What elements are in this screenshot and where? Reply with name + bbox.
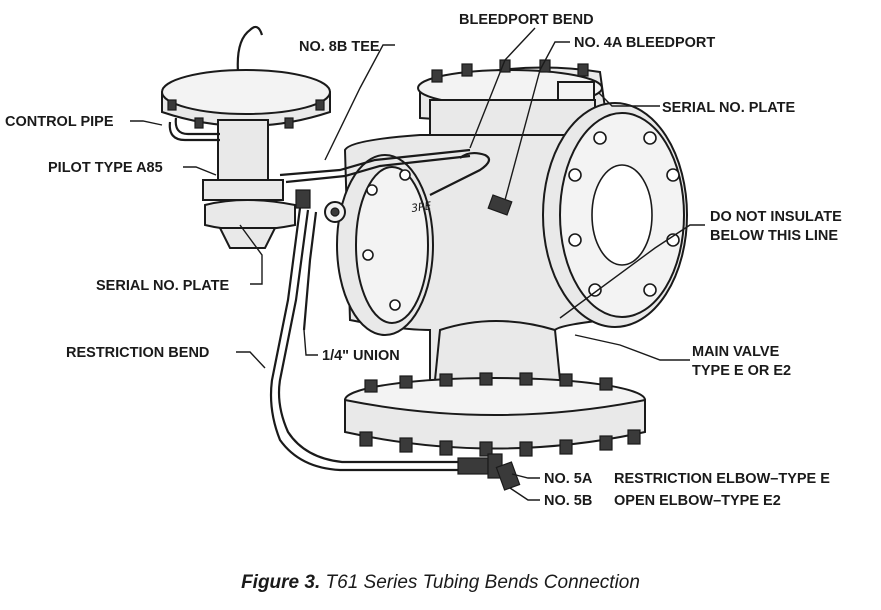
- label-serial-plate-top: SERIAL NO. PLATE: [662, 100, 796, 116]
- leader-lines: [130, 27, 705, 501]
- label-no-8b-tee: NO. 8B TEE: [299, 39, 380, 55]
- label-no-4a-bleedport: NO. 4A BLEEDPORT: [574, 35, 715, 51]
- label-control-pipe: CONTROL PIPE: [5, 114, 114, 130]
- label-serial-plate-left: SERIAL NO. PLATE: [96, 278, 230, 294]
- label-restriction-bend: RESTRICTION BEND: [66, 345, 209, 361]
- label-no-5a: NO. 5A: [544, 471, 593, 487]
- label-bleedport-bend: BLEEDPORT BEND: [459, 12, 594, 28]
- label-pilot-type: PILOT TYPE A85: [48, 160, 163, 176]
- label-no-5b: NO. 5B: [544, 493, 592, 509]
- label-union: 1/4" UNION: [322, 348, 400, 364]
- caption-text: T61 Series Tubing Bends Connection: [325, 572, 640, 593]
- bottom-flange-bolts: [359, 372, 641, 457]
- pilot-assembly: [161, 25, 521, 491]
- svg-text:3PE: 3PE: [410, 199, 433, 215]
- caption-prefix: Figure 3.: [241, 572, 321, 593]
- figure-caption: Figure 3. T61 Series Tubing Bends Connec…: [0, 572, 881, 594]
- label-main-valve-1: MAIN VALVE: [692, 344, 780, 360]
- label-do-not-insulate-1: DO NOT INSULATE: [710, 209, 842, 225]
- label-do-not-insulate-2: BELOW THIS LINE: [710, 228, 838, 244]
- top-flange-bolts: [431, 59, 589, 83]
- label-no-5b-desc: OPEN ELBOW–TYPE E2: [614, 493, 781, 509]
- main-valve-body: 3PE: [336, 59, 688, 457]
- label-no-5a-desc: RESTRICTION ELBOW–TYPE E: [614, 471, 830, 487]
- label-main-valve-2: TYPE E OR E2: [692, 363, 791, 379]
